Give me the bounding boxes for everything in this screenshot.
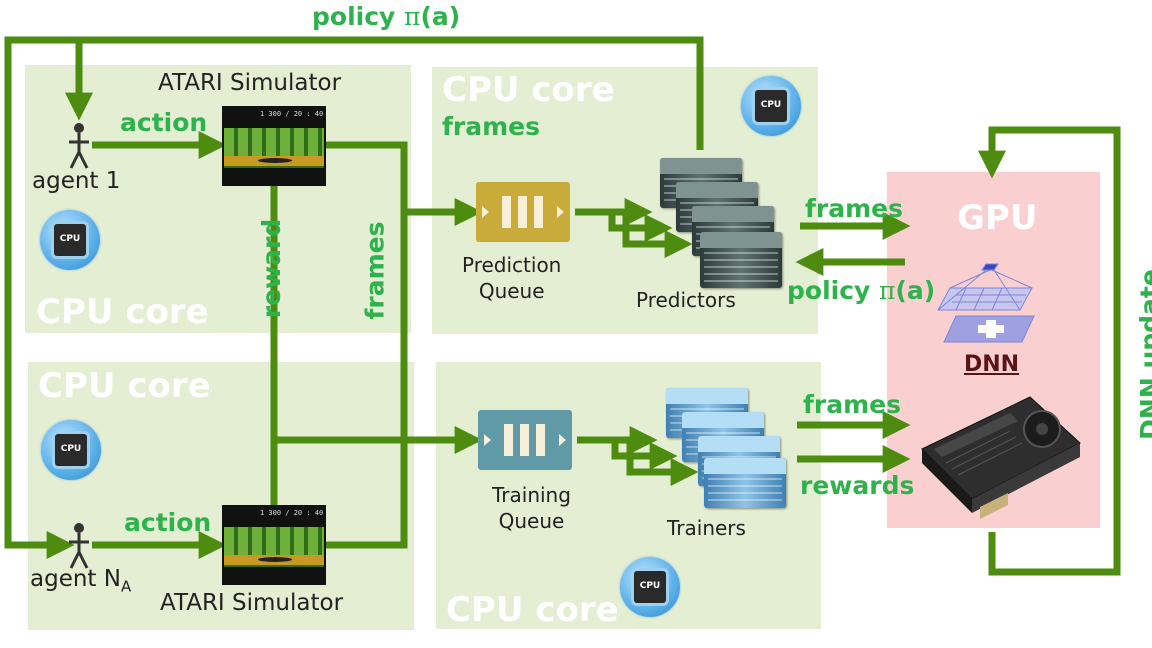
dnn-label: DNN xyxy=(964,352,1020,377)
prediction-queue-icon xyxy=(476,182,570,242)
gpu-card-icon xyxy=(921,396,1081,519)
predictors-label: Predictors xyxy=(636,288,736,312)
agent-top-icon xyxy=(69,123,89,169)
training-queue-icon xyxy=(478,410,572,470)
frames-top-wire xyxy=(324,141,408,549)
cpu-core-label-bottom-left: CPU core xyxy=(38,366,211,406)
gpu-label: GPU xyxy=(957,198,1038,238)
cpu-chip-icon: CPU xyxy=(741,76,801,136)
policy-from-gpu-label: policy π(a) xyxy=(787,276,936,305)
agent-bottom-icon xyxy=(69,523,89,569)
atari-simulator-bottom-label: ATARI Simulator xyxy=(160,590,344,616)
prediction-queue-label: Prediction Queue xyxy=(462,253,562,303)
predictor-server-icon xyxy=(700,232,782,288)
cpu-core-label-predictors: CPU core xyxy=(442,70,615,110)
cpu-chip-icon: CPU xyxy=(40,210,100,270)
agent-n-label: agent NA xyxy=(30,566,132,596)
cpu-core-label-trainers: CPU core xyxy=(446,590,619,630)
training-queue-label: Training Queue xyxy=(492,483,571,533)
atari-simulator-top-label: ATARI Simulator xyxy=(158,70,342,96)
frames-to-gpu-label: frames xyxy=(805,194,903,223)
policy-to-agent-n-wire xyxy=(4,36,79,559)
dnn-update-label: DNN update xyxy=(1134,269,1152,440)
action-label-top: action xyxy=(120,108,208,137)
frames-training-label: frames xyxy=(803,390,901,419)
policy-loop-wire xyxy=(65,36,704,150)
agent-1-label: agent 1 xyxy=(32,168,121,194)
dnn-update-loop xyxy=(978,126,1121,576)
atari-game-screen-bottom: 1 300 / 20 : 40 xyxy=(222,505,326,585)
dnn-network-icon xyxy=(937,263,1035,343)
reward-vertical-label: reward xyxy=(257,218,287,319)
cpu-chip-icon: CPU xyxy=(41,420,101,480)
trainers-label: Trainers xyxy=(667,516,746,540)
rewards-training-label: rewards xyxy=(800,471,915,500)
policy-label-top: policy π(a) xyxy=(312,2,461,31)
frames-vertical-label: frames xyxy=(360,221,390,320)
panel-cpu-bottom-left xyxy=(28,362,414,630)
atari-game-screen-top: 1 300 / 20 : 40 xyxy=(222,106,326,186)
cpu-core-label-top-left: CPU core xyxy=(36,292,209,332)
trainer-server-icon xyxy=(704,458,786,508)
cpu-chip-icon: CPU xyxy=(620,557,680,617)
action-label-bottom: action xyxy=(124,508,212,537)
frames-cpu-label: frames xyxy=(442,112,540,141)
